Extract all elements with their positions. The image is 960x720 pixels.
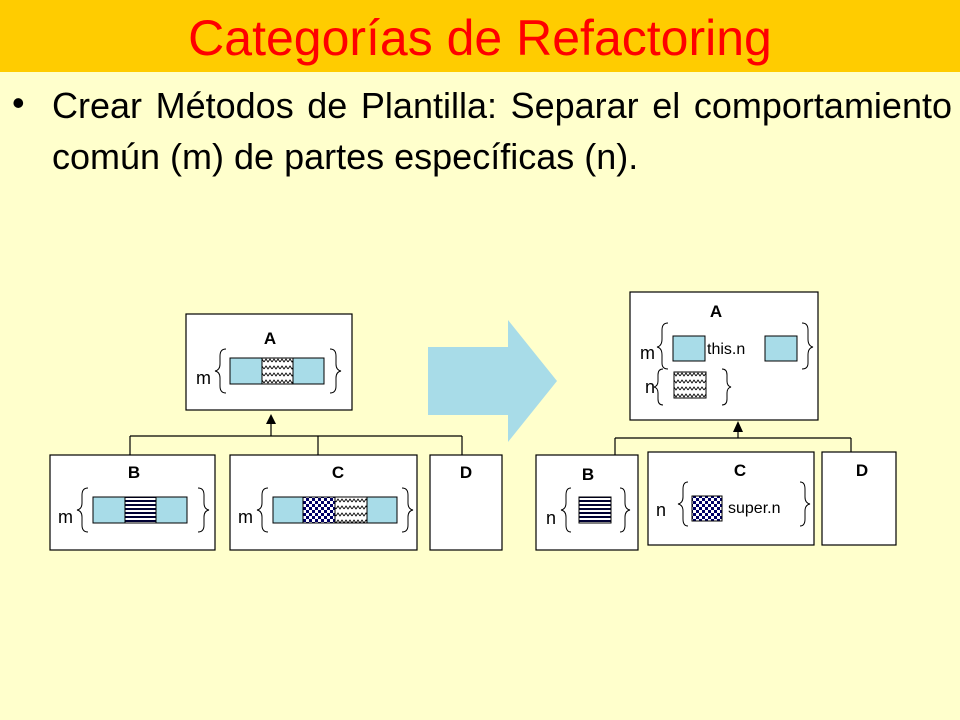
common-part-slot [672, 335, 706, 362]
before-class-b-name: B [128, 463, 140, 482]
after-inheritance-arrowhead-icon [733, 421, 743, 432]
specific-part-slot [124, 496, 157, 524]
common-part-slot [764, 335, 798, 362]
before-class-c: C m [229, 454, 418, 551]
common-part-slot [229, 357, 263, 385]
specific-part-slot [261, 357, 294, 385]
specific-part-slot [334, 496, 368, 524]
after-class-d-name: D [856, 461, 868, 480]
before-class-a-method: m [196, 368, 211, 388]
brace-right-icon [801, 322, 814, 370]
brace-left-icon [214, 348, 227, 394]
after-class-a-name: A [710, 302, 722, 321]
before-class-b: B m [49, 454, 216, 551]
bullet-dot-icon: • [12, 82, 25, 123]
specific-part-slot [578, 496, 612, 524]
after-class-c: C n super.n [647, 451, 815, 546]
before-class-b-method: m [58, 507, 73, 527]
brace-left-icon [656, 322, 669, 370]
before-diagram: A m B m C m [49, 313, 503, 551]
after-class-a-method-m: m [640, 343, 655, 363]
brace-right-icon [197, 487, 210, 533]
after-diagram: A m this.n n B n C n s [535, 291, 897, 551]
transform-arrow-icon [428, 320, 557, 442]
brace-left-icon [653, 368, 664, 406]
after-class-a-method-n: n [645, 377, 655, 397]
specific-part-slot [302, 496, 336, 524]
common-part-slot [155, 496, 188, 524]
title-bar [0, 0, 960, 72]
after-class-c-name: C [734, 461, 746, 480]
before-class-a-name: A [264, 329, 276, 348]
before-class-a: A m [185, 313, 353, 411]
before-inheritance-arrowhead-icon [266, 414, 276, 424]
brace-left-icon [560, 487, 572, 533]
brace-right-icon [721, 368, 732, 406]
specific-part-slot [673, 371, 707, 399]
after-class-c-call: super.n [728, 500, 780, 517]
after-class-d: D [821, 451, 897, 546]
before-class-c-name: C [332, 463, 344, 482]
after-class-b: B n [535, 454, 639, 551]
brace-left-icon [677, 481, 689, 527]
common-part-slot [92, 496, 126, 524]
before-class-d-name: D [460, 463, 472, 482]
common-part-slot [272, 496, 304, 524]
before-class-c-method: m [238, 507, 253, 527]
brace-left-icon [76, 487, 89, 533]
brace-right-icon [329, 348, 342, 394]
brace-right-icon [799, 481, 811, 527]
brace-right-icon [401, 487, 414, 533]
common-part-slot [292, 357, 325, 385]
after-class-a-call: this.n [707, 341, 745, 358]
after-class-a: A m this.n n [629, 291, 819, 421]
after-class-b-name: B [582, 465, 594, 484]
after-inheritance-lines [614, 428, 852, 455]
common-part-slot [366, 496, 398, 524]
after-class-b-method: n [546, 508, 556, 528]
after-class-c-method: n [656, 500, 666, 520]
before-inheritance-lines [129, 418, 463, 455]
slide-title: Categorías de Refactoring [188, 10, 772, 66]
bullet-text: Crear Métodos de Plantilla: Separar el c… [52, 85, 952, 177]
specific-part-slot [691, 495, 723, 522]
before-class-d: D [429, 454, 503, 551]
brace-right-icon [619, 487, 631, 533]
brace-left-icon [256, 487, 269, 533]
